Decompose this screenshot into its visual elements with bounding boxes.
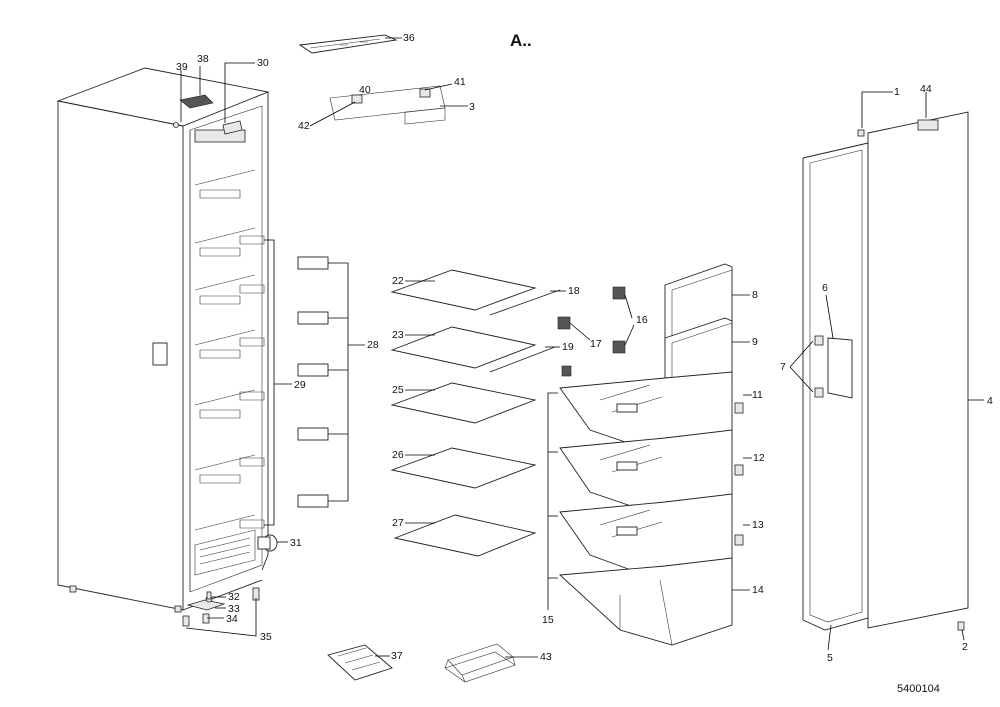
callout-26: 26 (392, 449, 404, 461)
callout-41: 41 (454, 76, 466, 88)
door (802, 111, 969, 631)
callout-6: 6 (822, 282, 828, 294)
handle-bracket-lower (814, 387, 824, 398)
callout-9: 9 (752, 336, 758, 348)
shelf-27 (393, 514, 537, 557)
callout-3: 3 (469, 101, 475, 113)
callout-13: 13 (752, 519, 764, 531)
diagram-code: 5400104 (897, 683, 940, 695)
shelf-23 (390, 326, 537, 369)
callout-17: 17 (590, 338, 602, 350)
shelf-trim-18 (489, 289, 561, 316)
callout-labels: 1 2 3 4 5 6 7 8 9 11 12 13 14 15 16 17 1… (176, 32, 993, 664)
foot-parts (182, 587, 260, 627)
callout-33: 33 (228, 603, 240, 615)
callout-43: 43 (540, 651, 552, 663)
part-38-top-cover (179, 94, 214, 109)
callout-22: 22 (392, 275, 404, 287)
callout-31: 31 (290, 537, 302, 549)
callout-4: 4 (987, 395, 993, 407)
callout-27: 27 (392, 517, 404, 529)
callout-42: 42 (298, 120, 310, 132)
callout-30: 30 (257, 57, 269, 69)
callout-16: 16 (636, 314, 648, 326)
callout-5: 5 (827, 652, 833, 664)
callout-35: 35 (260, 631, 272, 643)
shelf-25 (390, 382, 537, 424)
part-30-bracket (222, 120, 243, 135)
callout-38: 38 (197, 53, 209, 65)
callout-23: 23 (392, 329, 404, 341)
callout-36: 36 (403, 32, 415, 44)
callout-14: 14 (752, 584, 764, 596)
callout-32: 32 (228, 591, 240, 603)
hinge-cover-44 (917, 119, 939, 131)
part-3-panel-cover (404, 107, 446, 125)
ice-tray-37 (327, 644, 393, 681)
cabinet-shelf-rails (194, 169, 265, 531)
glass-shelves (390, 269, 561, 557)
callout-7: 7 (780, 361, 786, 373)
callout-8: 8 (752, 289, 758, 301)
clips-16-17 (557, 286, 626, 377)
drawer-14 (558, 557, 733, 646)
shelf-trim-19 (489, 346, 556, 373)
door-bins-and-drawers (558, 263, 744, 646)
shelf-26 (390, 447, 537, 489)
door-handle-6 (827, 337, 853, 399)
shelf-22 (390, 269, 537, 311)
callout-29: 29 (294, 379, 306, 391)
callout-25: 25 (392, 384, 404, 396)
leader-lines (180, 37, 984, 658)
callout-44: 44 (920, 83, 932, 95)
part-31-drain (257, 534, 278, 552)
handle-bracket-upper (814, 335, 824, 346)
callout-15: 15 (542, 614, 554, 626)
callout-37: 37 (391, 650, 403, 662)
door-gasket-5 (802, 142, 869, 631)
callout-18: 18 (568, 285, 580, 297)
callout-11: 11 (752, 389, 763, 401)
callout-12: 12 (753, 452, 765, 464)
part-36-top-frame (298, 34, 398, 54)
callout-1: 1 (894, 86, 900, 98)
callout-39: 39 (176, 61, 188, 73)
door-panel-4 (867, 111, 969, 629)
diagram-title: A.. (510, 31, 532, 50)
callout-40: 40 (359, 84, 371, 96)
part-40-control-panel (329, 85, 446, 121)
callout-28: 28 (367, 339, 379, 351)
rating-plate (152, 342, 168, 366)
callout-34: 34 (226, 613, 238, 625)
shelf-supports-28 (297, 256, 329, 508)
cabinet (56, 67, 270, 613)
callout-19: 19 (562, 341, 574, 353)
callout-2: 2 (962, 641, 968, 653)
basket-43 (444, 643, 516, 683)
part-39-screw (173, 122, 179, 128)
